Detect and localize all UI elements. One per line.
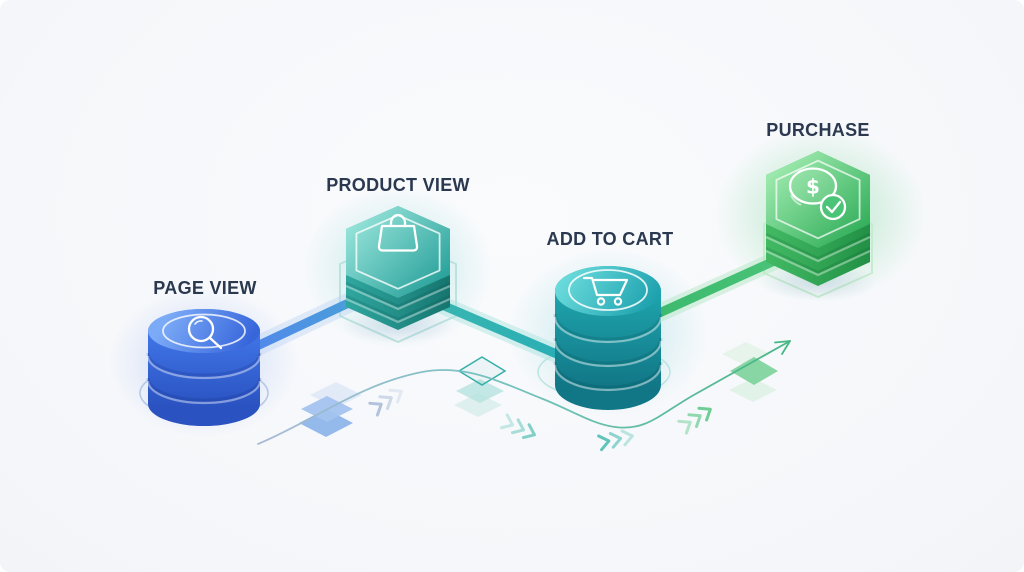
diamond-stack-teal <box>454 356 507 417</box>
dollar-coin-check-icon: $ <box>788 167 847 221</box>
flow-chevrons-teal-2 <box>597 429 634 452</box>
trend-arrow <box>257 340 791 445</box>
connector-cart-to-purchase <box>637 244 801 328</box>
arrowhead-icon <box>774 340 791 355</box>
diamond-stack-blue <box>299 382 362 437</box>
magnifier-icon <box>187 315 223 350</box>
connector-product-to-cart <box>419 290 589 373</box>
stage-page-view-shape <box>146 309 262 426</box>
diamond-stack-green <box>722 342 778 402</box>
stage-product-view-shape <box>345 206 451 330</box>
flow-chevrons-green <box>677 406 712 435</box>
shopping-bag-icon <box>377 213 419 252</box>
flow-chevrons-blue <box>368 388 403 417</box>
stage-label-page-view: PAGE VIEW <box>153 278 257 298</box>
stage-add-to-cart-shape <box>553 266 663 410</box>
stage-label-purchase: PURCHASE <box>766 120 870 140</box>
stage-label-add-to-cart: ADD TO CART <box>546 229 674 249</box>
svg-text:$: $ <box>806 175 820 199</box>
shopping-cart-icon <box>582 276 629 306</box>
stage-purchase-shape: $ <box>765 151 871 286</box>
stage-label-product-view: PRODUCT VIEW <box>326 175 470 195</box>
flow-chevrons-teal-1 <box>499 413 536 440</box>
